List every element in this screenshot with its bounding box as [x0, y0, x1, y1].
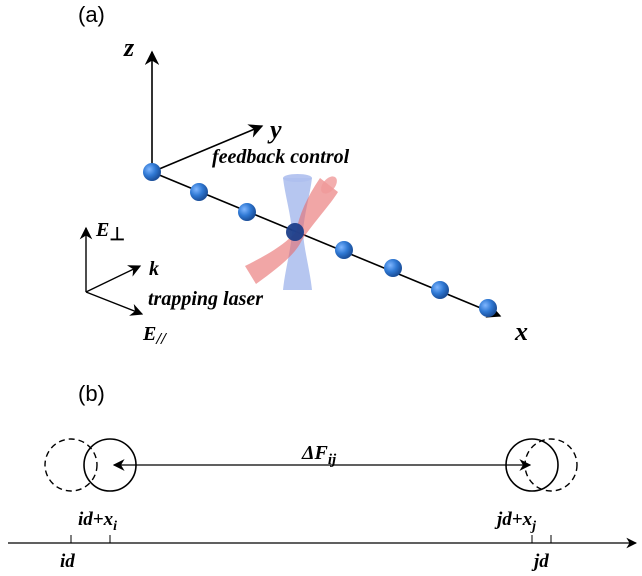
- z-axis-label: z: [123, 33, 135, 62]
- ion-trapped: [286, 223, 304, 241]
- feedback-control-label: feedback control: [212, 146, 350, 168]
- ion-j-position-label: jd+xj: [494, 509, 536, 534]
- ion: [384, 259, 402, 277]
- tick-id-label: id: [60, 551, 75, 572]
- k-label: k: [149, 258, 159, 280]
- ion-chain: [143, 163, 497, 317]
- e-perp-label: E⊥: [95, 219, 125, 244]
- ion: [479, 299, 497, 317]
- k-arrow: [85, 265, 142, 293]
- ion: [143, 163, 161, 181]
- ion: [238, 203, 256, 221]
- panel-b-label: (b): [78, 381, 105, 406]
- e-par-arrow: [85, 291, 144, 316]
- ion-i-equilibrium: [44, 438, 98, 492]
- panel-a-label: (a): [78, 2, 105, 27]
- ion-i-position-label: id+xi: [78, 509, 117, 534]
- trapping-laser-beam: [245, 176, 338, 284]
- y-axis-label: y: [267, 115, 282, 144]
- trapping-laser-label: trapping laser: [148, 288, 263, 310]
- tick-jd-label: jd: [531, 551, 549, 572]
- force-label: ΔFij: [301, 442, 337, 468]
- x-axis-label: x: [514, 317, 528, 346]
- y-axis: [151, 124, 264, 173]
- ion: [431, 281, 449, 299]
- e-par-label: E//: [142, 323, 168, 348]
- ion: [190, 183, 208, 201]
- ion: [335, 241, 353, 259]
